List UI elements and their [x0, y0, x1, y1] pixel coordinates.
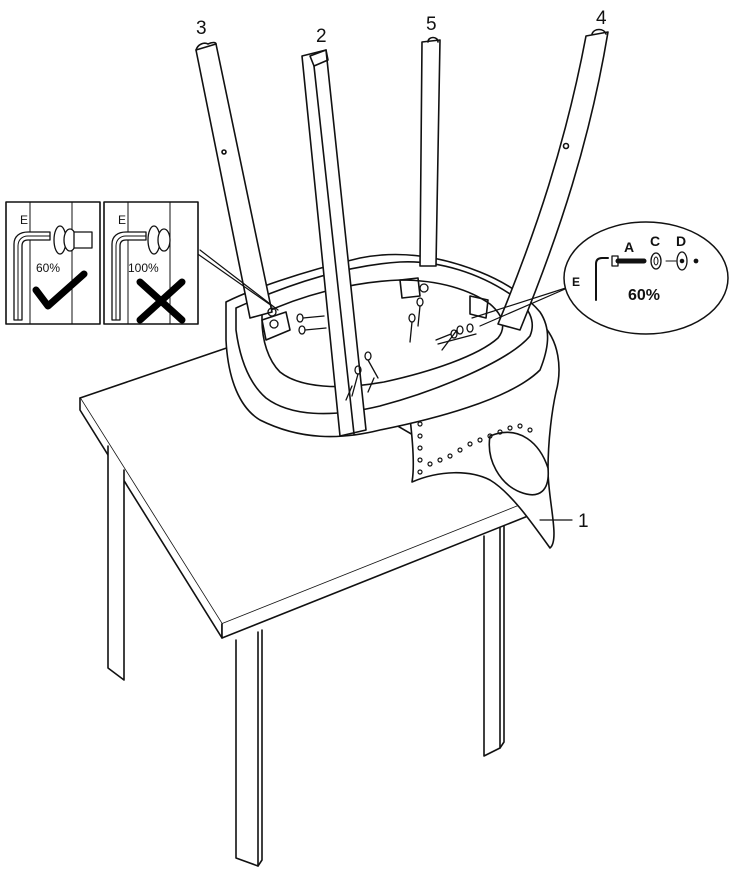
callout-tighten-percent: 60% — [628, 287, 660, 304]
bolt-group-center — [345, 351, 379, 401]
chair-leg-3 — [195, 43, 273, 319]
bolts-in-seat — [267, 283, 477, 401]
seat-frame — [235, 261, 534, 415]
lock-washer-icon — [650, 252, 662, 270]
label-leg-4: 4 — [596, 8, 607, 29]
table-leg-right — [483, 527, 501, 757]
allen-key-icon — [111, 231, 147, 321]
bolt-group-right — [435, 323, 477, 351]
label-leg-2: 2 — [316, 26, 327, 47]
chair-upside-down — [195, 28, 609, 549]
bolt-group-left — [267, 307, 327, 335]
callout-washer-label: D — [676, 233, 686, 249]
leader-callout — [471, 285, 573, 319]
callout-lock-washer-label: C — [650, 233, 660, 249]
inset-correct-60 — [5, 201, 101, 325]
inset-incorrect-100 — [103, 201, 199, 325]
bolt-group-back — [408, 283, 429, 343]
check-icon — [32, 270, 88, 310]
label-leg-5: 5 — [426, 14, 437, 35]
table-leg-front — [235, 631, 259, 867]
backrest-stitching — [417, 421, 533, 475]
label-leg-3: 3 — [196, 18, 207, 39]
label-seat-1: 1 — [578, 511, 589, 532]
callout-tool-label: E — [572, 275, 580, 289]
chair-leg-5 — [419, 39, 441, 267]
callout-bolt-label: A — [624, 239, 634, 255]
cross-icon — [136, 278, 186, 324]
work-table — [79, 339, 529, 867]
inset-incorrect-tool-label: E — [118, 213, 126, 227]
table-leg-left — [107, 445, 125, 681]
leader-inset — [191, 249, 273, 307]
inset-correct-tool-label: E — [20, 213, 28, 227]
leader-lines — [191, 249, 573, 521]
inset-incorrect-percent: 100% — [128, 261, 159, 275]
inset-correct-percent: 60% — [36, 261, 60, 275]
chair-leg-4 — [497, 31, 609, 331]
hardware-callout — [563, 221, 729, 335]
allen-key-icon — [595, 257, 609, 301]
